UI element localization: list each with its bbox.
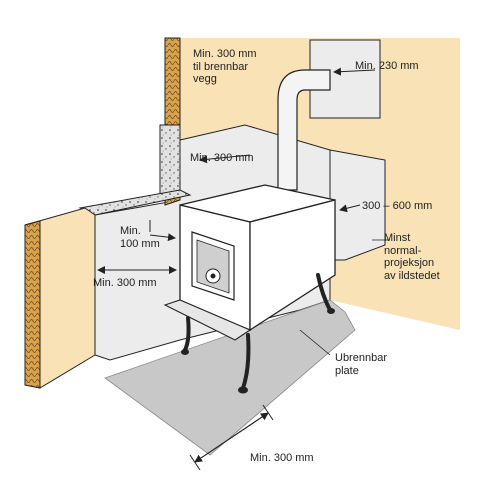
stove	[163, 184, 336, 394]
flue-pipe	[277, 69, 331, 191]
left-wall-insulation	[24, 220, 41, 389]
dimension-lines	[97, 67, 390, 471]
masonry-column	[159, 124, 181, 196]
right-shield	[329, 149, 386, 261]
floor-plate	[104, 299, 356, 456]
